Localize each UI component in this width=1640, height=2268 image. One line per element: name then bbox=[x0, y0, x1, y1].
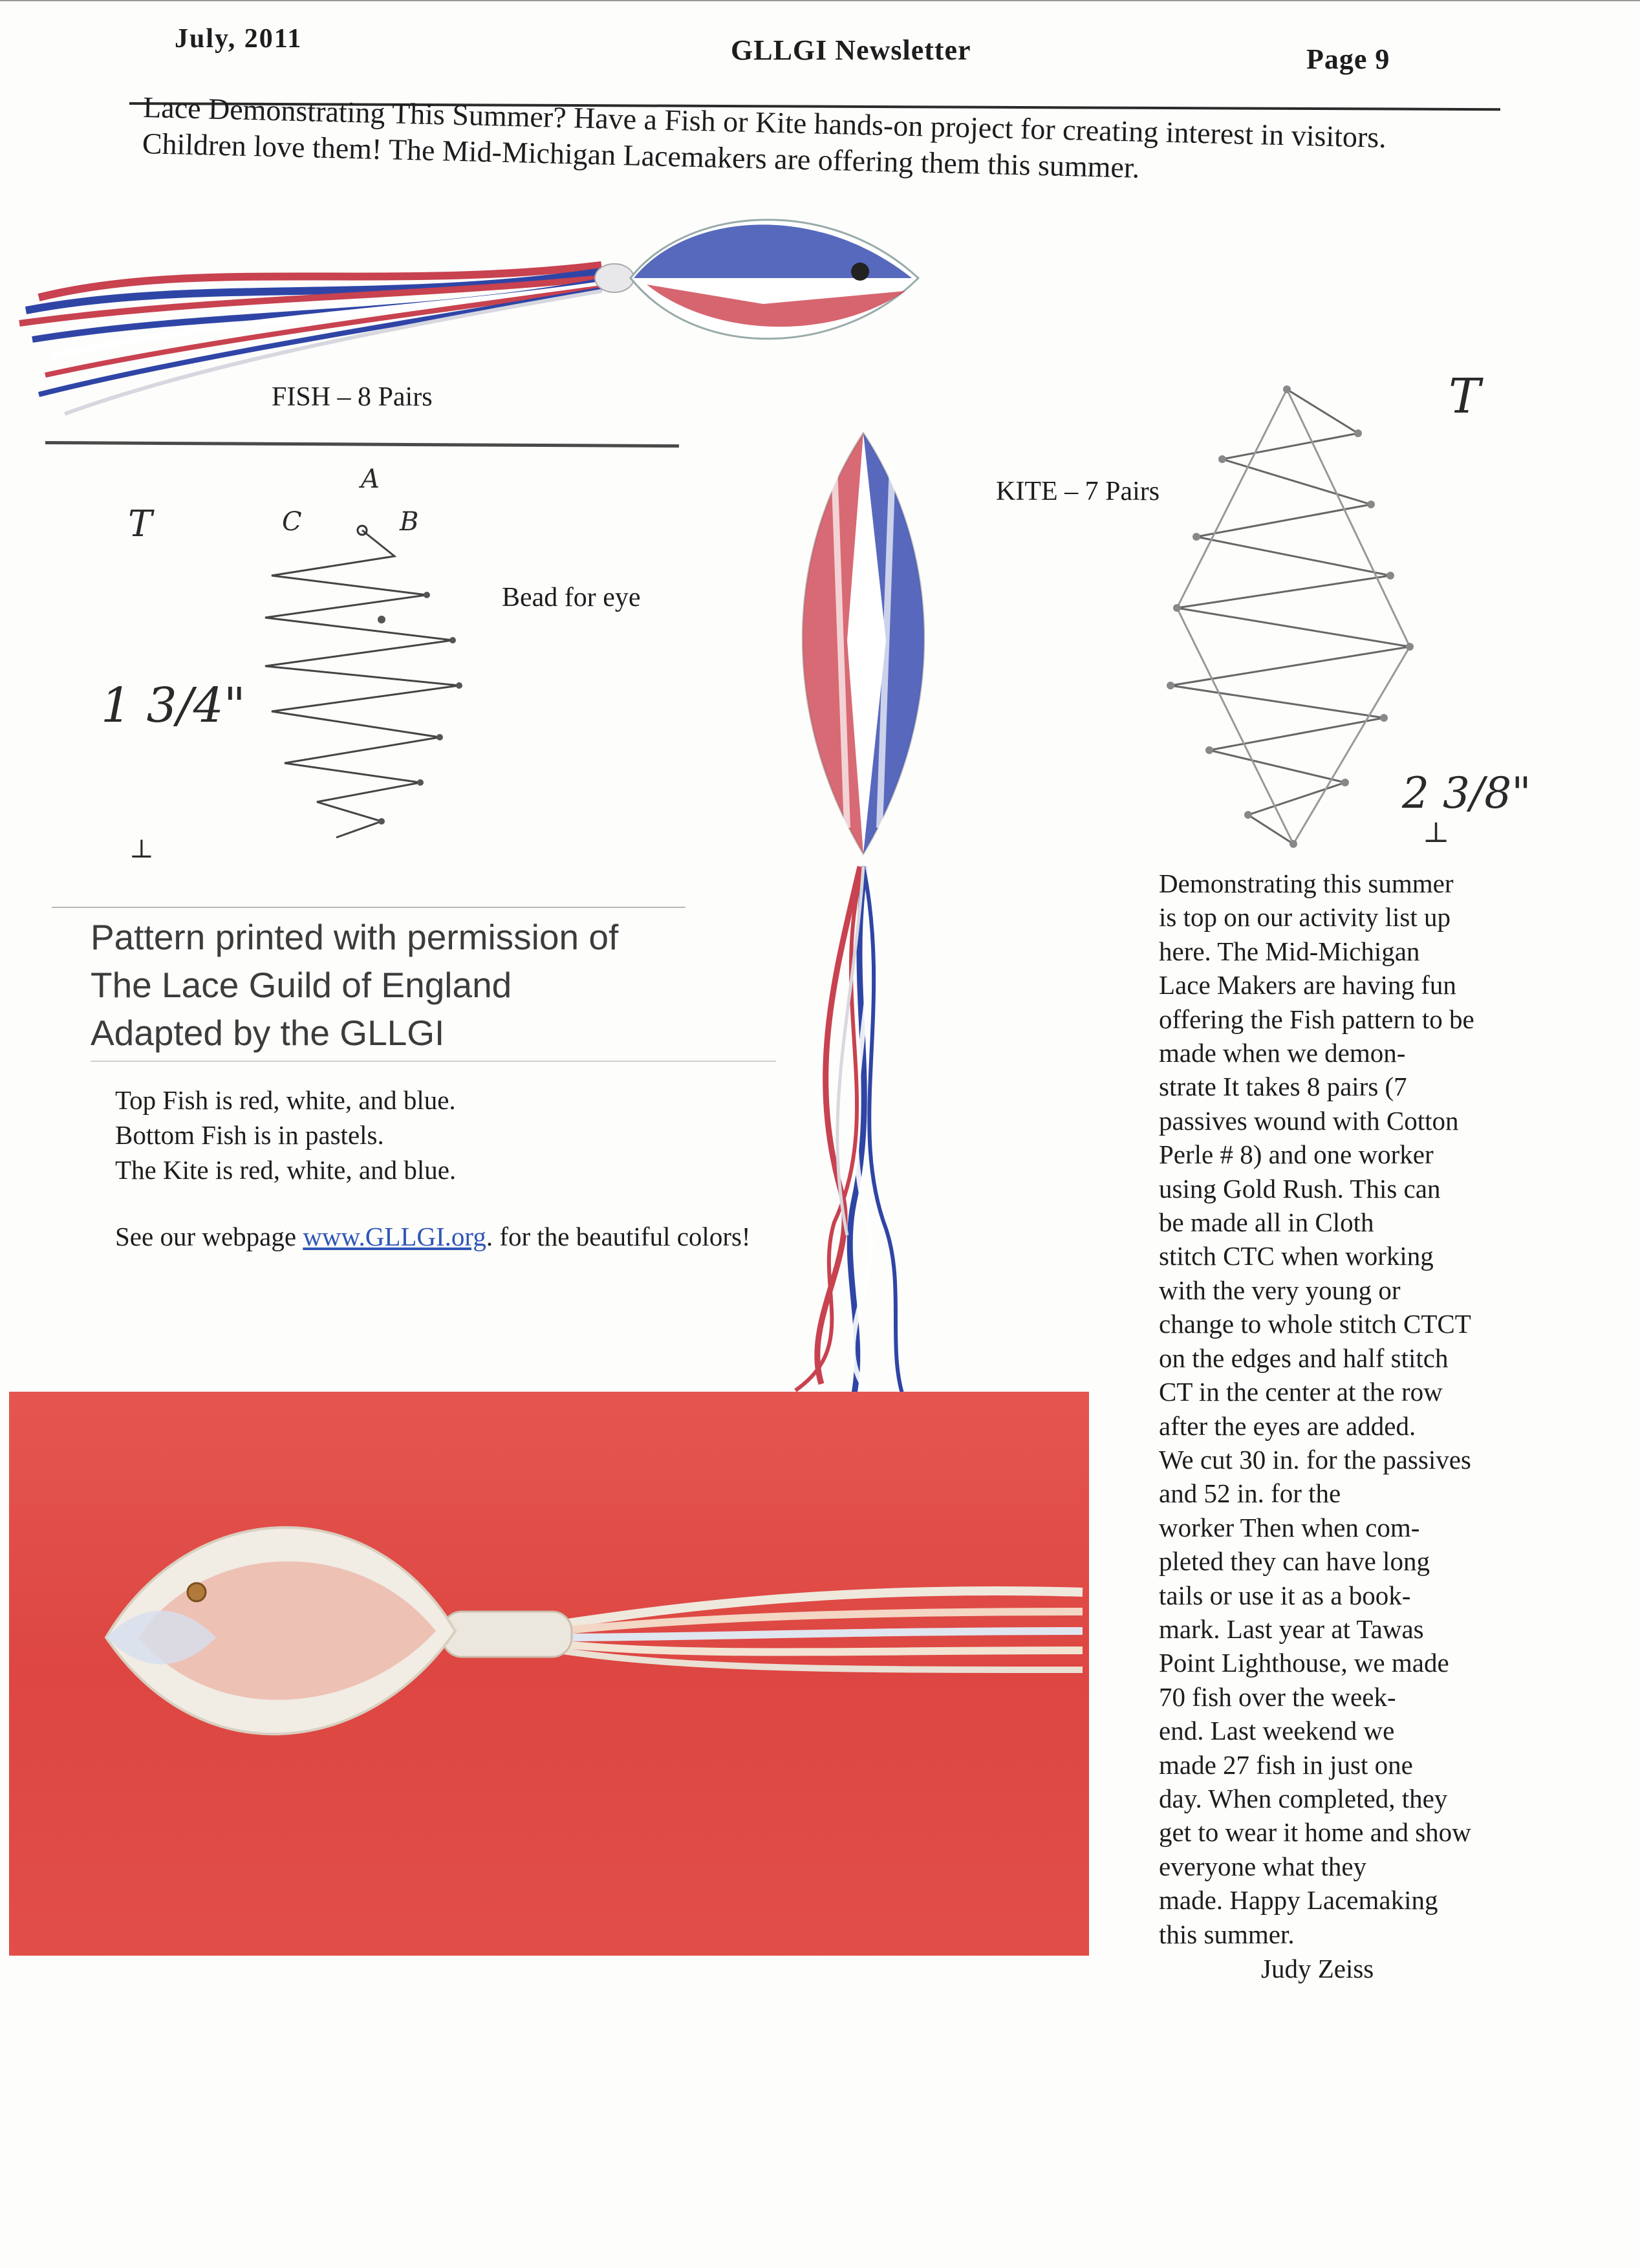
article-line: pleted they can have long bbox=[1159, 1546, 1430, 1577]
kite-size-label: 2 3/8" bbox=[1402, 768, 1531, 818]
color-note: The Kite is red, white, and blue. bbox=[115, 1155, 457, 1185]
kite-lace-photo bbox=[794, 431, 925, 1405]
point-b-label: B bbox=[400, 507, 419, 537]
fish-size-label: 1 3/4" bbox=[101, 678, 246, 733]
article-line: after the eyes are added. bbox=[1159, 1410, 1416, 1441]
fish-lace-photo bbox=[19, 219, 920, 416]
author-signature: Judy Zeiss bbox=[1261, 1954, 1374, 1983]
webpage-note: See our webpage www.GLLGI.org. for the b… bbox=[115, 1221, 751, 1252]
article-line: is top on our activity list up bbox=[1159, 902, 1451, 933]
webpage-suffix: . for the beautiful colors! bbox=[486, 1222, 751, 1251]
kite-caption: KITE – 7 Pairs bbox=[996, 477, 1160, 506]
point-c-label: C bbox=[282, 507, 302, 537]
article-line: here. The Mid-Michigan bbox=[1159, 936, 1420, 966]
fish-eye-bead bbox=[851, 263, 869, 281]
article-line: made 27 fish in just one bbox=[1159, 1749, 1413, 1780]
intro-paragraph: Lace Demonstrating This Summer? Have a F… bbox=[142, 90, 1387, 184]
webpage-link[interactable]: www.GLLGI.org bbox=[303, 1222, 486, 1251]
section-rule bbox=[52, 907, 685, 908]
article-line: 70 fish over the week- bbox=[1159, 1681, 1396, 1712]
article-line: this summer. bbox=[1159, 1919, 1295, 1949]
article-line: passives wound with Cotton bbox=[1159, 1105, 1459, 1136]
article-line: made when we demon- bbox=[1159, 1038, 1406, 1068]
fish-lace-body bbox=[629, 219, 920, 340]
pastel-fish-knot bbox=[441, 1610, 573, 1658]
fish-tassel-threads bbox=[19, 261, 602, 416]
eye-bead-mark bbox=[378, 616, 385, 623]
kite-top-mark: T bbox=[1449, 369, 1481, 424]
point-a-label: A bbox=[361, 464, 380, 494]
kite-bottom-mark: ⊥ bbox=[1423, 816, 1450, 849]
permission-line: Adapted by the GLLGI bbox=[91, 1013, 445, 1053]
article-line: stitch CTC when working bbox=[1159, 1241, 1434, 1271]
page-top-edge bbox=[0, 0, 1640, 1]
color-note: Top Fish is red, white, and blue. bbox=[115, 1085, 456, 1115]
color-note: Bottom Fish is in pastels. bbox=[115, 1120, 384, 1150]
article-line: We cut 30 in. for the passives bbox=[1159, 1444, 1471, 1474]
article-line: mark. Last year at Tawas bbox=[1159, 1614, 1424, 1644]
article-line: CT in the center at the row bbox=[1159, 1377, 1443, 1407]
article-line: Lace Makers are having fun bbox=[1159, 970, 1456, 1000]
fish-top-mark: T bbox=[128, 503, 153, 545]
article-line: Demonstrating this summer bbox=[1159, 869, 1454, 898]
header-date: July, 2011 bbox=[175, 24, 303, 54]
article-line: be made all in Cloth bbox=[1159, 1207, 1374, 1238]
pastel-fish-tail bbox=[557, 1586, 1083, 1673]
permission-line: The Lace Guild of England bbox=[91, 965, 512, 1005]
article-line: Perle # 8) and one worker bbox=[1159, 1139, 1434, 1170]
article-line: made. Happy Lacemaking bbox=[1159, 1885, 1438, 1916]
fish-bottom-mark: ⊥ bbox=[129, 834, 154, 864]
article-line: and 52 in. for the bbox=[1159, 1478, 1341, 1509]
webpage-prefix: See our webpage bbox=[115, 1222, 303, 1251]
article-line: offering the Fish pattern to be bbox=[1159, 1004, 1474, 1034]
permission-line: Pattern printed with permission of bbox=[91, 917, 619, 957]
article-line: everyone what they bbox=[1159, 1851, 1367, 1881]
header-page-number: Page 9 bbox=[1306, 43, 1390, 75]
article-line: change to whole stitch CTCT bbox=[1159, 1309, 1471, 1339]
header-title: GLLGI Newsletter bbox=[731, 34, 971, 66]
article-line: on the edges and half stitch bbox=[1159, 1343, 1449, 1373]
article-line: end. Last weekend we bbox=[1159, 1716, 1395, 1746]
article-line: get to wear it home and show bbox=[1159, 1817, 1471, 1848]
pastel-fish-body bbox=[104, 1526, 457, 1736]
color-notes: Top Fish is red, white, and blue. Bottom… bbox=[115, 1083, 456, 1187]
fish-pricking-diagram bbox=[264, 524, 462, 839]
article-line: with the very young or bbox=[1159, 1275, 1401, 1305]
article-line: using Gold Rush. This can bbox=[1159, 1173, 1441, 1204]
article-line: strate It takes 8 pairs (7 bbox=[1159, 1072, 1407, 1102]
article-line: day. When completed, they bbox=[1159, 1783, 1448, 1813]
article-text: Demonstrating this summer is top on our … bbox=[1159, 867, 1573, 1951]
bead-caption: Bead for eye bbox=[502, 583, 641, 612]
article-line: Point Lighthouse, we made bbox=[1159, 1648, 1449, 1678]
pastel-fish-photo bbox=[9, 1392, 1089, 1956]
fish-knot bbox=[594, 263, 634, 293]
pastel-fish-eye bbox=[186, 1582, 207, 1603]
article-line: tails or use it as a book- bbox=[1159, 1580, 1411, 1610]
section-rule bbox=[91, 1061, 776, 1062]
kite-lace-body bbox=[801, 431, 925, 856]
fish-caption: FISH – 8 Pairs bbox=[272, 382, 433, 412]
kite-tail-threads bbox=[794, 865, 907, 1405]
permission-notice: Pattern printed with permission of The L… bbox=[91, 913, 618, 1057]
article-line: worker Then when com- bbox=[1159, 1512, 1420, 1542]
kite-pricking-diagram bbox=[1167, 385, 1414, 848]
